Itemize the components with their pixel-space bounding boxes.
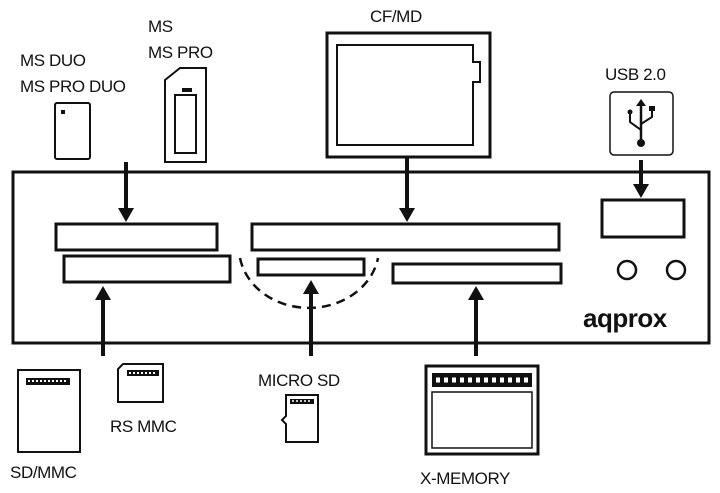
slot-cf-md [250, 222, 561, 252]
cf-card-icon [325, 31, 492, 159]
reader-front-panel [11, 170, 711, 345]
led-indicator [616, 259, 638, 281]
micro-sd-card-icon [280, 394, 319, 443]
brand-logo: aqprox [583, 303, 668, 333]
arrow-micro-sd [303, 280, 319, 356]
label-ms-pro: MS PRO [148, 43, 213, 62]
slot-micro-sd [256, 257, 366, 277]
label-x-memory: X-MEMORY [420, 469, 510, 488]
label-ms: MS [148, 17, 173, 36]
label-ms-duo: MS DUO [20, 51, 86, 70]
arrow-usb [633, 160, 649, 198]
slot-x-memory [391, 262, 563, 285]
ms-duo-card-icon [54, 102, 91, 160]
slot-usb [600, 198, 686, 239]
label-rs-mmc: RS MMC [110, 417, 177, 436]
slot-ms [54, 222, 219, 252]
slot-sd-mmc [62, 254, 232, 284]
rs-mmc-card-icon [117, 363, 164, 403]
usb-trident-icon [609, 91, 674, 156]
label-sd-mmc: SD/MMC [10, 463, 77, 482]
label-ms-pro-duo: MS PRO DUO [20, 77, 126, 96]
ms-pro-card-icon [164, 67, 207, 163]
label-usb: USB 2.0 [605, 65, 666, 84]
label-cf-md: CF/MD [370, 7, 422, 26]
x-memory-card-icon [424, 364, 540, 456]
led-indicator [665, 259, 687, 281]
arrow-cf-md [399, 157, 415, 222]
sd-card-icon [17, 369, 81, 453]
arrow-ms [118, 162, 134, 222]
label-micro-sd: MICRO SD [258, 371, 340, 390]
arrow-x-memory [468, 286, 484, 356]
arrow-sd-mmc [95, 286, 111, 356]
